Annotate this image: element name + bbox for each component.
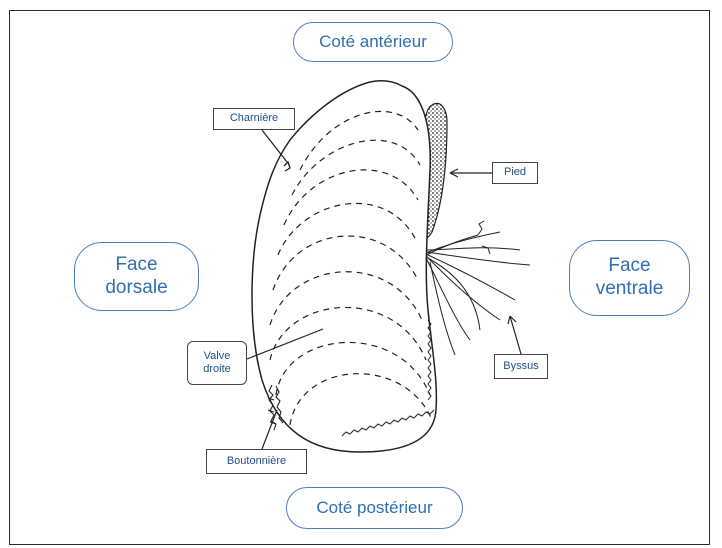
- ventral-face-label: Face ventrale: [569, 240, 690, 316]
- ventral-face-text-2: ventrale: [596, 278, 664, 301]
- charniere-label: Charnière: [213, 108, 295, 130]
- anterior-side-label: Coté antérieur: [293, 22, 453, 62]
- posterior-side-text: Coté postérieur: [316, 498, 432, 518]
- pied-label: Pied: [492, 162, 538, 184]
- dorsal-face-text-2: dorsale: [105, 277, 167, 300]
- dorsal-face-text-1: Face: [115, 254, 157, 277]
- dorsal-face-label: Face dorsale: [74, 242, 199, 311]
- byssus-text: Byssus: [503, 360, 538, 373]
- posterior-side-label: Coté postérieur: [286, 487, 463, 529]
- ventral-face-text-1: Face: [608, 255, 650, 278]
- byssus-label: Byssus: [494, 354, 548, 379]
- boutonniere-text: Boutonnière: [227, 455, 286, 468]
- charniere-text: Charnière: [230, 112, 278, 125]
- valve-droite-label: Valve droite: [187, 341, 247, 385]
- valve-droite-text-1: Valve: [204, 350, 231, 363]
- valve-droite-text-2: droite: [203, 363, 231, 376]
- anterior-side-text: Coté antérieur: [319, 32, 427, 52]
- pied-text: Pied: [504, 166, 526, 179]
- byssus-threads: [426, 221, 530, 355]
- boutonniere-label: Boutonnière: [206, 449, 307, 474]
